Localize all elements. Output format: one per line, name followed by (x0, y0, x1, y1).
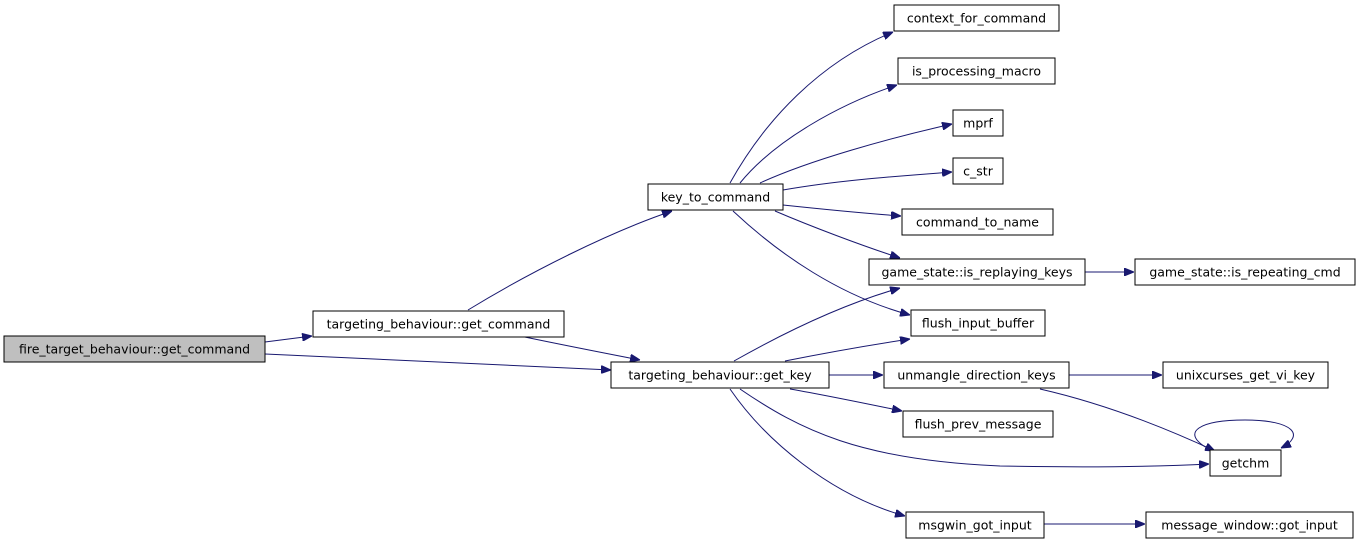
node-label: is_processing_macro (912, 64, 1041, 79)
node-targeting-behaviour-get-key[interactable]: targeting_behaviour::get_key (610, 361, 830, 389)
node-unmangle-direction-keys[interactable]: unmangle_direction_keys (883, 361, 1070, 389)
node-unixcurses-get-vi-key[interactable]: unixcurses_get_vi_key (1162, 361, 1329, 389)
edge-key-to-command-to-flush-input-buffer (732, 210, 910, 315)
edge-tb-get-key-to-flush-input-buffer (784, 339, 910, 362)
node-label: key_to_command (661, 190, 770, 205)
node-label: msgwin_got_input (918, 518, 1031, 533)
node-label: flush_prev_message (915, 417, 1042, 432)
edge-key-to-command-to-context-for-command (729, 32, 893, 184)
edge-tb-get-command-to-tb-get-key (519, 335, 640, 360)
edge-key-to-command-to-mprf (759, 124, 952, 184)
node-label: targeting_behaviour::get_command (327, 317, 551, 332)
node-flush-input-buffer[interactable]: flush_input_buffer (910, 309, 1046, 337)
node-mprf[interactable]: mprf (952, 109, 1004, 137)
node-command-to-name[interactable]: command_to_name (901, 208, 1054, 236)
node-game-state-is-repeating-cmd[interactable]: game_state::is_repeating_cmd (1134, 258, 1356, 286)
edge-tb-get-key-to-msgwin-got-input (729, 388, 905, 516)
edge-tb-get-key-to-getchm (739, 388, 1209, 467)
node-label: game_state::is_replaying_keys (881, 265, 1072, 280)
node-is-processing-macro[interactable]: is_processing_macro (897, 57, 1056, 85)
edge-unmangle-direction-keys-to-getchm (1039, 388, 1215, 451)
edge-getchm-self-loop (1194, 419, 1294, 448)
node-targeting-behaviour-get-command[interactable]: targeting_behaviour::get_command (312, 310, 565, 338)
edge-key-to-command-to-command-to-name (782, 204, 901, 216)
node-label: message_window::got_input (1161, 518, 1338, 533)
node-msgwin-got-input[interactable]: msgwin_got_input (905, 511, 1045, 539)
node-label: getchm (1222, 456, 1270, 471)
node-flush-prev-message[interactable]: flush_prev_message (902, 410, 1054, 438)
node-key-to-command[interactable]: key_to_command (647, 183, 784, 211)
node-label: targeting_behaviour::get_key (628, 368, 812, 383)
edge-key-to-command-to-is-processing-macro (739, 85, 897, 184)
node-fire-target-behaviour-get-command[interactable]: fire_target_behaviour::get_command (3, 335, 266, 363)
node-context-for-command[interactable]: context_for_command (893, 4, 1060, 32)
node-label: unixcurses_get_vi_key (1176, 368, 1316, 383)
node-c-str[interactable]: c_str (952, 157, 1004, 185)
node-message-window-got-input[interactable]: message_window::got_input (1145, 511, 1354, 539)
node-label: flush_input_buffer (922, 316, 1035, 331)
edge-tb-get-key-to-gs-is-replaying-keys (733, 288, 900, 362)
node-label: context_for_command (907, 11, 1046, 26)
edge-tb-get-key-to-flush-prev-message (789, 388, 902, 411)
edge-fire-get-command-to-tb-get-command (264, 336, 312, 343)
nodes: fire_target_behaviour::get_command targe… (3, 4, 1356, 539)
node-label: game_state::is_repeating_cmd (1149, 265, 1340, 280)
edge-tb-get-command-to-key-to-command (467, 211, 672, 311)
node-label: fire_target_behaviour::get_command (19, 342, 250, 357)
node-label: unmangle_direction_keys (897, 368, 1055, 383)
edge-key-to-command-to-c-str (782, 172, 952, 191)
edge-fire-get-command-to-tb-get-key (264, 353, 611, 370)
node-label: command_to_name (916, 215, 1039, 230)
node-label: c_str (963, 164, 994, 179)
edges (264, 32, 1294, 524)
node-getchm[interactable]: getchm (1209, 449, 1282, 477)
edge-key-to-command-to-gs-is-replaying-keys (774, 210, 900, 258)
node-label: mprf (963, 116, 993, 131)
node-game-state-is-replaying-keys[interactable]: game_state::is_replaying_keys (868, 258, 1086, 286)
